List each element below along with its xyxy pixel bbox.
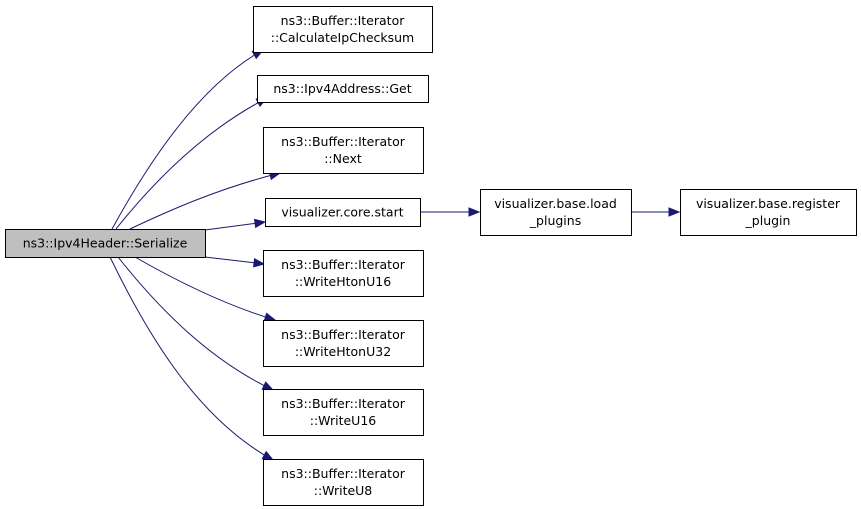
node-box (257, 75, 429, 103)
edge-core_start-to-load_plugins (420, 207, 481, 217)
node-box (480, 189, 632, 236)
edge-line (109, 256, 274, 461)
node-box (263, 250, 424, 297)
arrowhead (261, 450, 275, 461)
node-label: visualizer.base.load (494, 196, 617, 211)
edge-root-to-core_start (204, 218, 267, 231)
node-box (680, 189, 857, 236)
node-next[interactable]: ns3::Buffer::Iterator::Next (263, 127, 424, 174)
arrowhead (253, 218, 267, 229)
node-label: ns3::Buffer::Iterator (281, 134, 406, 149)
edge-line (117, 256, 274, 391)
node-box (253, 6, 433, 53)
edge-line (129, 172, 281, 230)
node-label: ::CalculateIpChecksum (271, 30, 415, 45)
edge-line (134, 256, 276, 321)
nodes-layer: ns3::Ipv4Header::Serializens3::Buffer::I… (5, 6, 857, 506)
edges-layer (109, 49, 681, 461)
node-box (263, 320, 424, 367)
edge-root-to-write_htonu16 (204, 256, 266, 268)
node-write-u16[interactable]: ns3::Buffer::Iterator::WriteU16 (263, 389, 424, 436)
node-ipv4-get[interactable]: ns3::Ipv4Address::Get (257, 75, 429, 103)
node-label: ns3::Buffer::Iterator (281, 466, 406, 481)
node-calc-checksum[interactable]: ns3::Buffer::Iterator::CalculateIpChecks… (253, 6, 433, 53)
edge-line (115, 97, 268, 230)
node-root[interactable]: ns3::Ipv4Header::Serialize (5, 229, 206, 258)
node-box (265, 198, 421, 227)
arrowhead (261, 381, 275, 391)
node-label: ns3::Buffer::Iterator (281, 327, 406, 342)
node-label: ns3::Buffer::Iterator (281, 396, 406, 411)
node-box (263, 389, 424, 436)
arrowhead (668, 207, 681, 217)
node-label: ns3::Buffer::Iterator (281, 257, 406, 272)
node-box (263, 127, 424, 174)
node-write-htonu16[interactable]: ns3::Buffer::Iterator::WriteHtonU16 (263, 250, 424, 297)
node-label: ::WriteU16 (310, 413, 377, 428)
node-label: visualizer.core.start (281, 205, 403, 220)
arrowhead (468, 207, 481, 217)
node-label: ::WriteHtonU32 (295, 344, 391, 359)
node-label: visualizer.base.register (696, 196, 841, 211)
edge-root-to-calc_checksum (111, 49, 265, 230)
node-write-htonu32[interactable]: ns3::Buffer::Iterator::WriteHtonU32 (263, 320, 424, 367)
node-label: ::WriteHtonU16 (295, 274, 391, 289)
node-label: _plugin (745, 213, 791, 228)
node-label: ns3::Buffer::Iterator (281, 13, 406, 28)
node-label: _plugins (529, 213, 581, 228)
node-label: ::Next (324, 151, 362, 166)
node-label: ns3::Ipv4Address::Get (273, 81, 411, 96)
edge-load_plugins-to-register_plugin (631, 207, 681, 217)
node-box (5, 229, 206, 258)
node-register-plugin[interactable]: visualizer.base.register _plugin (680, 189, 857, 236)
node-load-plugins[interactable]: visualizer.base.load _plugins (480, 189, 632, 236)
node-label: ::WriteU8 (314, 483, 373, 498)
edge-root-to-write_u16 (117, 256, 275, 391)
edge-line (111, 49, 264, 230)
edge-root-to-ipv4_get (115, 97, 269, 230)
arrowhead (263, 312, 277, 322)
node-label: ns3::Ipv4Header::Serialize (23, 236, 188, 251)
arrowhead (253, 258, 266, 268)
node-core-start[interactable]: visualizer.core.start (265, 198, 421, 227)
node-write-u8[interactable]: ns3::Buffer::Iterator::WriteU8 (263, 459, 424, 506)
node-box (263, 459, 424, 506)
